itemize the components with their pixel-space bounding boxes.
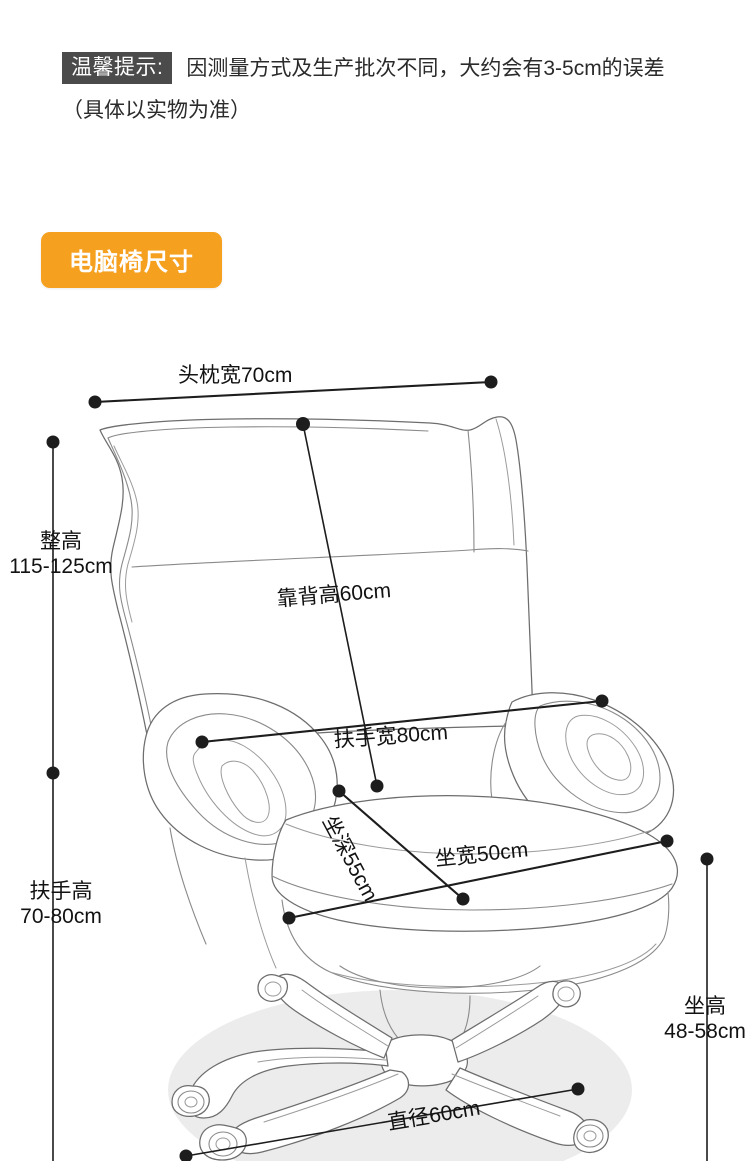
caster-front-left xyxy=(199,1124,247,1161)
dimline-headrest-width xyxy=(88,375,498,409)
dimline-armrest-width xyxy=(195,694,609,749)
dimension-label-overall-height-line2: 115-125cm xyxy=(9,554,113,578)
dimension-label-overall-height-line1: 整高 xyxy=(40,530,82,553)
dimension-label-seat-height: 坐高 48-58cm xyxy=(640,995,750,1045)
dimension-label-armrest-height-line2: 70-80cm xyxy=(20,904,102,928)
chair-base xyxy=(171,973,609,1161)
caster-left xyxy=(171,1085,210,1118)
caster-front-right xyxy=(573,1119,609,1153)
notice-text-line2: （具体以实物为准） xyxy=(62,99,251,122)
caster-back-right xyxy=(552,980,581,1008)
dimension-label-armrest-height: 扶手高 70-80cm xyxy=(0,880,122,930)
notice-second-line: （具体以实物为准） xyxy=(62,100,702,121)
chair-seat xyxy=(271,795,678,994)
notice-badge: 温馨提示: xyxy=(62,52,173,84)
dimline-seat-width xyxy=(282,834,674,925)
dimline-base-diameter xyxy=(179,1082,585,1161)
dimension-label-headrest-width: 头枕宽70cm xyxy=(178,364,293,387)
notice-first-line: 温馨提示: 因测量方式及生产批次不同，大约会有3-5cm的误差 xyxy=(62,52,702,84)
caster-back-left xyxy=(257,974,288,1002)
dimline-armrest-height xyxy=(46,766,60,1161)
notice-text-line1: 因测量方式及生产批次不同，大约会有3-5cm的误差 xyxy=(186,56,665,80)
dimline-seat-height xyxy=(700,852,714,1161)
notice-block: 温馨提示: 因测量方式及生产批次不同，大约会有3-5cm的误差 （具体以实物为准… xyxy=(62,52,702,121)
dimension-label-armrest-height-line1: 扶手高 xyxy=(29,880,93,903)
dimension-label-seat-height-line1: 坐高 xyxy=(684,995,726,1018)
dimline-seat-depth xyxy=(332,784,470,906)
dimension-label-seat-height-line2: 48-58cm xyxy=(664,1019,746,1043)
chair-backrest xyxy=(99,416,533,754)
dimline-overall-height xyxy=(46,435,60,774)
section-title-pill: 电脑椅尺寸 xyxy=(41,232,222,288)
dimension-label-overall-height: 整高 115-125cm xyxy=(0,530,122,580)
